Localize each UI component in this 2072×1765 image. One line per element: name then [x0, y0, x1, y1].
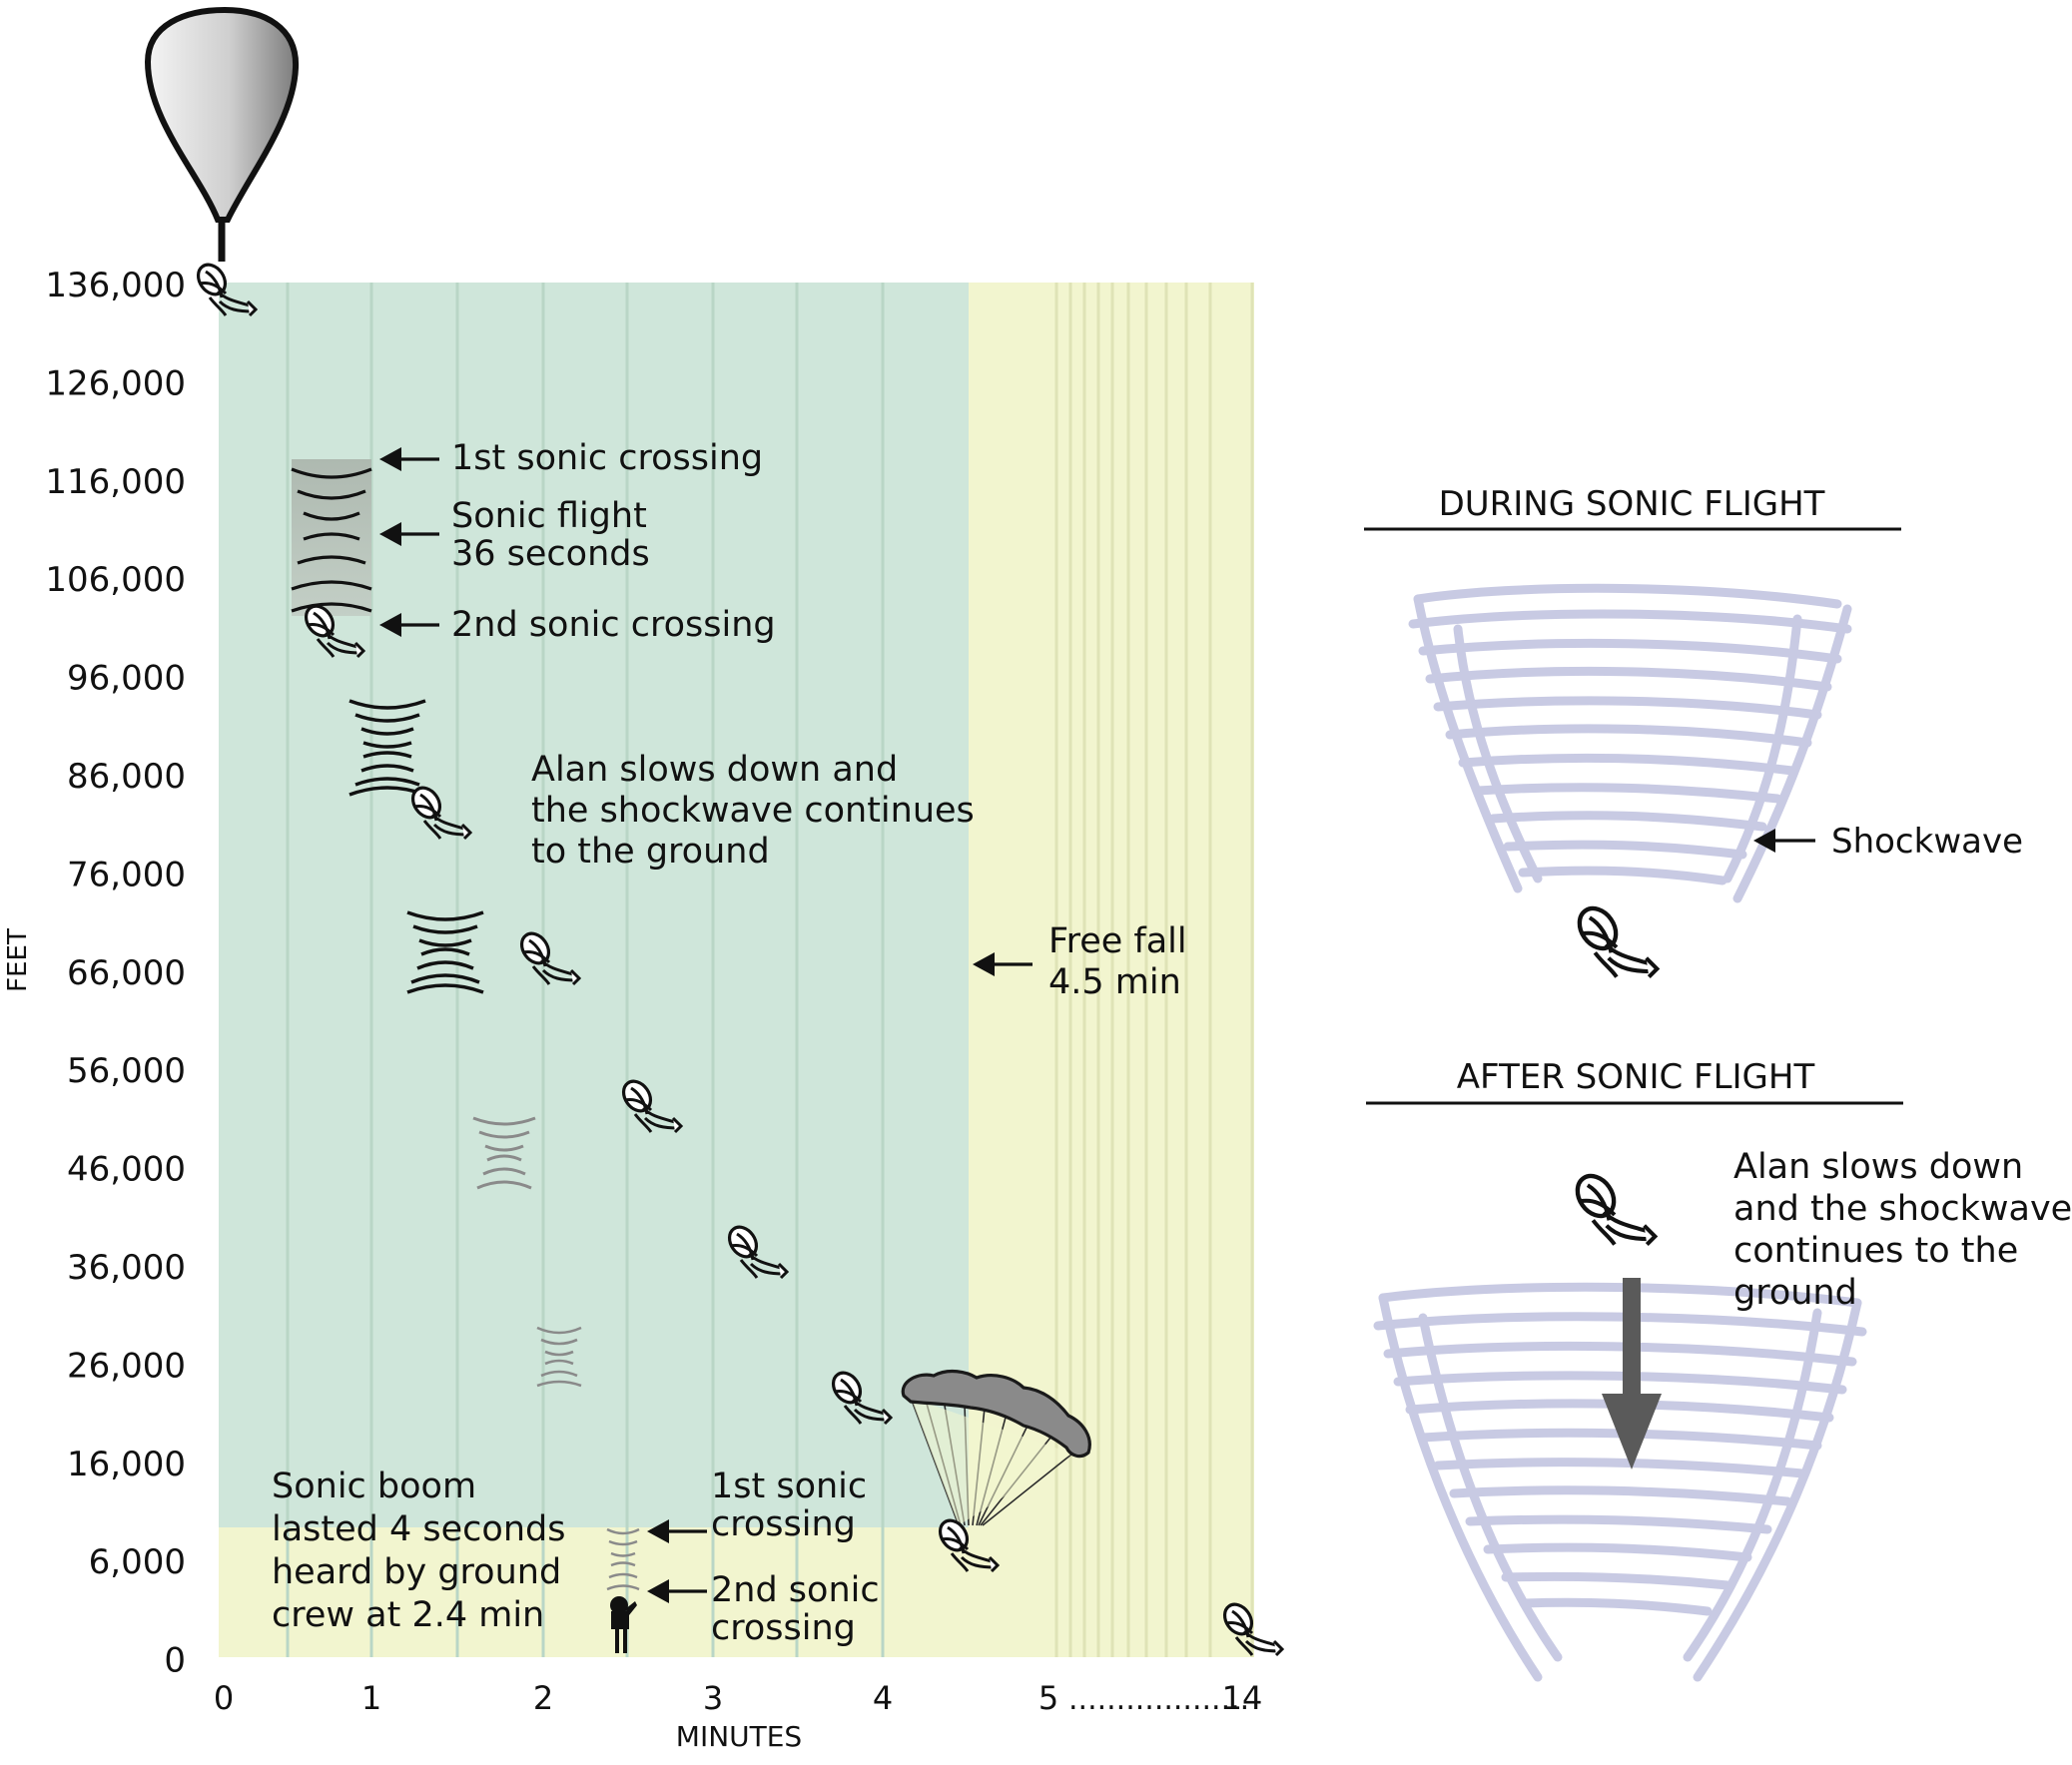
annotation-ground-second-2: crossing — [711, 1608, 856, 1648]
annotation-slows-1: Alan slows down and — [531, 750, 898, 790]
annotation-sonic-flight-2: 36 seconds — [451, 534, 650, 574]
sonic-wave-icon-1 — [291, 467, 372, 613]
x-tick-label: 0 — [214, 1679, 234, 1717]
y-tick-label: 116,000 — [45, 462, 186, 502]
y-tick-label: 56,000 — [67, 1051, 186, 1091]
x-axis-ticks: 0 1 2 3 4 5 14 — [214, 1679, 1263, 1717]
shockwave-label: Shockwave — [1831, 822, 2023, 862]
chart-area — [219, 283, 1254, 1657]
annotation-boom-3: heard by ground — [272, 1552, 561, 1592]
annotation-boom-2: lasted 4 seconds — [272, 1509, 565, 1549]
y-tick-label: 96,000 — [67, 659, 186, 699]
sonic-wave-icon-3 — [406, 910, 484, 994]
y-tick-label: 66,000 — [67, 953, 186, 993]
skydiver-icon-during — [1572, 901, 1657, 977]
skydiver-icon-after — [1570, 1169, 1655, 1245]
down-arrow-icon — [1602, 1278, 1662, 1470]
x-tick-label: 4 — [873, 1679, 893, 1717]
balloon-icon — [144, 6, 300, 262]
shockwave-arrow-icon — [1753, 829, 1815, 853]
y-tick-label: 136,000 — [45, 266, 186, 305]
y-axis-ticks: 136,000 126,000 116,000 106,000 96,000 86,000… — [45, 266, 186, 1681]
x-tick-label: 2 — [533, 1679, 553, 1717]
annotation-slows-2: the shockwave continues — [531, 791, 975, 831]
y-tick-label: 46,000 — [67, 1150, 186, 1190]
sonic-wave-icon-2 — [348, 699, 426, 797]
chart-annotations: 1st sonic crossing Sonic flight 36 secon… — [272, 438, 1187, 1648]
ground-crew-icon — [610, 1596, 637, 1653]
annotation-freefall-1: Free fall — [1048, 921, 1187, 961]
y-tick-label: 36,000 — [67, 1248, 186, 1288]
x-tick-label: 5 — [1038, 1679, 1058, 1717]
after-text-2: and the shockwave — [1733, 1189, 2072, 1229]
annotation-second-crossing: 2nd sonic crossing — [451, 605, 776, 645]
annotation-sonic-flight-1: Sonic flight — [451, 496, 647, 536]
after-sonic-flight-panel: AFTER SONIC FLIGHT Alan slows dow — [1366, 1057, 2072, 1682]
sonic-boom-zone — [219, 1527, 969, 1657]
annotation-first-crossing: 1st sonic crossing — [451, 438, 763, 478]
sonic-wave-icon-6 — [606, 1527, 640, 1591]
shockwave-cloud-2 — [1373, 1282, 1867, 1682]
annotation-ground-first-1: 1st sonic — [711, 1467, 867, 1506]
annotation-boom-1: Sonic boom — [272, 1467, 476, 1506]
x-axis-label: MINUTES — [676, 1720, 802, 1753]
annotation-slows-3: to the ground — [531, 832, 770, 872]
during-sonic-flight-panel: DURING SONIC FLIGHT Shockwave — [1364, 484, 2023, 977]
y-tick-label: 26,000 — [67, 1346, 186, 1386]
y-tick-label: 126,000 — [45, 363, 186, 403]
after-text-3: continues to the — [1733, 1231, 2018, 1271]
annotation-boom-4: crew at 2.4 min — [272, 1595, 544, 1635]
x-tick-label: 1 — [361, 1679, 381, 1717]
y-tick-label: 16,000 — [67, 1445, 186, 1484]
sonic-wave-icon-4 — [472, 1116, 536, 1190]
x-tick-label: 3 — [703, 1679, 723, 1717]
after-title: AFTER SONIC FLIGHT — [1457, 1057, 1815, 1097]
sonic-wave-icon-5 — [536, 1326, 582, 1388]
after-text-1: Alan slows down — [1733, 1147, 2023, 1187]
x-tick-label-end: 14 — [1222, 1679, 1263, 1717]
parachute-icon — [901, 1369, 1091, 1573]
during-title: DURING SONIC FLIGHT — [1439, 484, 1825, 524]
y-tick-label: 0 — [164, 1641, 186, 1681]
x-axis-break: ................... — [1068, 1682, 1249, 1717]
shockwave-cloud-1 — [1408, 583, 1852, 903]
annotation-freefall-2: 4.5 min — [1048, 962, 1181, 1002]
y-tick-label: 86,000 — [67, 757, 186, 797]
y-tick-label: 76,000 — [67, 855, 186, 894]
y-axis-label: FEET — [3, 928, 33, 992]
arrow-icons-left — [379, 447, 1033, 1603]
y-tick-label: 6,000 — [89, 1542, 186, 1582]
annotation-ground-second-1: 2nd sonic — [711, 1570, 880, 1610]
annotation-ground-first-2: crossing — [711, 1504, 856, 1544]
after-text-4: ground — [1733, 1273, 1857, 1313]
y-tick-label: 106,000 — [45, 560, 186, 600]
